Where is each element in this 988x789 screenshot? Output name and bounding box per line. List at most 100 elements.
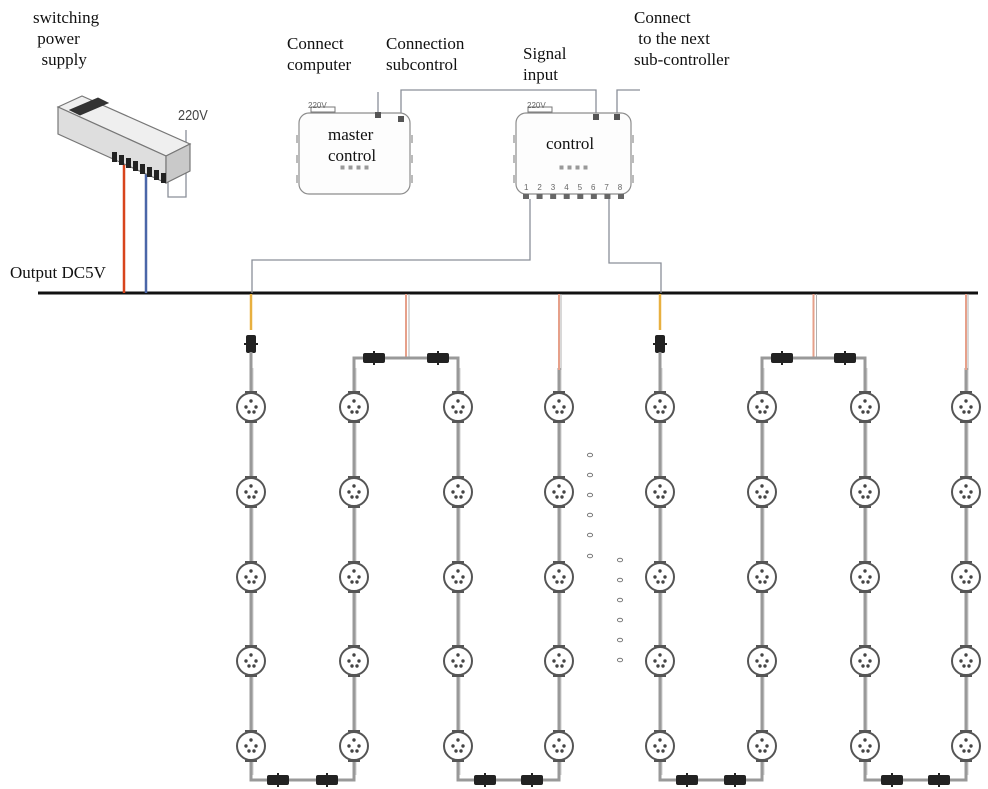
control-port xyxy=(618,194,624,199)
control-tab xyxy=(630,155,634,163)
led-pixel-node-led xyxy=(249,569,253,573)
led-pixel-node-rim xyxy=(452,476,464,508)
led-pixel-node-icon xyxy=(339,562,369,592)
led-pixel-node-led xyxy=(661,664,665,668)
led-pixel-node-led xyxy=(765,405,769,409)
led-pixel-node-rim xyxy=(553,391,565,423)
psu-terminal xyxy=(147,167,152,177)
led-pixel-node-led xyxy=(658,569,662,573)
led-pixel-node-led xyxy=(858,405,862,409)
led-pixel-node-led xyxy=(451,490,455,494)
led-pixel-node-icon xyxy=(645,562,675,592)
label-control-box-voltage: 220V xyxy=(527,101,546,110)
led-pixel-node-led xyxy=(347,575,351,579)
control-led xyxy=(567,165,572,170)
led-pixel-node-rim xyxy=(756,561,768,593)
led-pixel-node-led xyxy=(454,749,458,753)
led-pixel-node-led xyxy=(967,749,971,753)
led-pixel-node-led xyxy=(758,410,762,414)
label-connect-next: Connect to the next sub-controller xyxy=(634,8,730,69)
led-pixel-node-icon xyxy=(339,477,369,507)
led-pixel-node-rim xyxy=(756,645,768,677)
label-master-box-voltage: 220V xyxy=(308,101,327,110)
led-pixel-node-led xyxy=(252,410,256,414)
led-pixel-node-led xyxy=(560,495,564,499)
control-port xyxy=(604,194,611,199)
led-pixel-node-rim xyxy=(756,391,768,423)
led-pixel-node-led xyxy=(562,405,566,409)
led-pixel-node-led xyxy=(350,495,354,499)
led-pixel-node-led xyxy=(969,490,973,494)
top-jumper-cable xyxy=(760,356,867,370)
led-pixel-node-led xyxy=(765,490,769,494)
led-pixel-node-led xyxy=(562,659,566,663)
led-pixel-node-led xyxy=(352,399,356,403)
led-pixel-node-led xyxy=(763,749,767,753)
led-pixel-node-icon xyxy=(850,392,880,422)
led-pixel-node-icon xyxy=(443,562,473,592)
led-pixel-node-led xyxy=(755,744,759,748)
led-pixel-node-led xyxy=(760,738,764,742)
led-pixel-node-led xyxy=(459,495,463,499)
led-pixel-node-led xyxy=(459,410,463,414)
led-pixel-node-led xyxy=(249,653,253,657)
psu-terminal xyxy=(133,161,138,171)
led-pixel-node-led xyxy=(249,399,253,403)
psu-terminal xyxy=(154,170,159,180)
led-pixel-node-rim xyxy=(960,645,972,677)
led-pixel-node-led xyxy=(347,659,351,663)
led-pixel-node-icon xyxy=(236,477,266,507)
led-pixel-node-led xyxy=(765,575,769,579)
control-port-number: 5 xyxy=(578,183,583,192)
led-pixel-node-icon xyxy=(747,392,777,422)
led-pixel-node-led xyxy=(653,659,657,663)
led-pixel-node-led xyxy=(959,490,963,494)
led-pixel-node-led xyxy=(555,580,559,584)
master-control-led xyxy=(348,165,353,170)
led-pixel-node-led xyxy=(357,744,361,748)
led-pixel-node-led xyxy=(552,490,556,494)
led-pixel-node-icon xyxy=(236,392,266,422)
led-pixel-node-rim xyxy=(960,730,972,762)
master-port-computer xyxy=(375,112,381,118)
led-pixel-node-icon xyxy=(747,562,777,592)
led-pixel-node-led xyxy=(967,495,971,499)
led-pixel-node-led xyxy=(552,575,556,579)
led-pixel-node-led xyxy=(656,664,660,668)
led-pixel-node-led xyxy=(557,653,561,657)
led-pixel-node-led xyxy=(247,495,251,499)
led-pixel-node-led xyxy=(249,484,253,488)
led-pixel-node-led xyxy=(459,664,463,668)
led-pixel-node-led xyxy=(866,749,870,753)
master-control-tab xyxy=(296,175,300,183)
led-pixel-node-led xyxy=(755,490,759,494)
label-signal-input: Signal input xyxy=(523,44,567,84)
led-pixel-node-led xyxy=(661,495,665,499)
led-pixel-node-led xyxy=(456,484,460,488)
led-pixel-node-rim xyxy=(553,645,565,677)
led-pixel-node-led xyxy=(969,405,973,409)
led-pixel-node-led xyxy=(653,490,657,494)
led-pixel-node-led xyxy=(350,410,354,414)
led-pixel-node-icon xyxy=(747,731,777,761)
control-led xyxy=(575,165,580,170)
led-pixel-node-led xyxy=(861,749,865,753)
led-pixel-node-icon xyxy=(747,477,777,507)
led-pixel-node-led xyxy=(962,749,966,753)
led-pixel-node-led xyxy=(866,410,870,414)
led-pixel-node-led xyxy=(451,659,455,663)
master-control-tab xyxy=(296,135,300,143)
led-pixel-node-led xyxy=(552,405,556,409)
led-pixel-node-led xyxy=(357,575,361,579)
psu-terminal xyxy=(126,158,131,168)
bottom-jumper-cable xyxy=(249,760,356,782)
led-pixel-node-led xyxy=(663,659,667,663)
ellipsis-dot xyxy=(586,532,594,538)
led-pixel-node-rim xyxy=(553,476,565,508)
led-pixel-node-led xyxy=(967,580,971,584)
control-port-signal-in xyxy=(593,114,599,120)
led-pixel-node-led xyxy=(244,490,248,494)
led-pixel-node-led xyxy=(868,659,872,663)
led-pixel-node-led xyxy=(868,490,872,494)
